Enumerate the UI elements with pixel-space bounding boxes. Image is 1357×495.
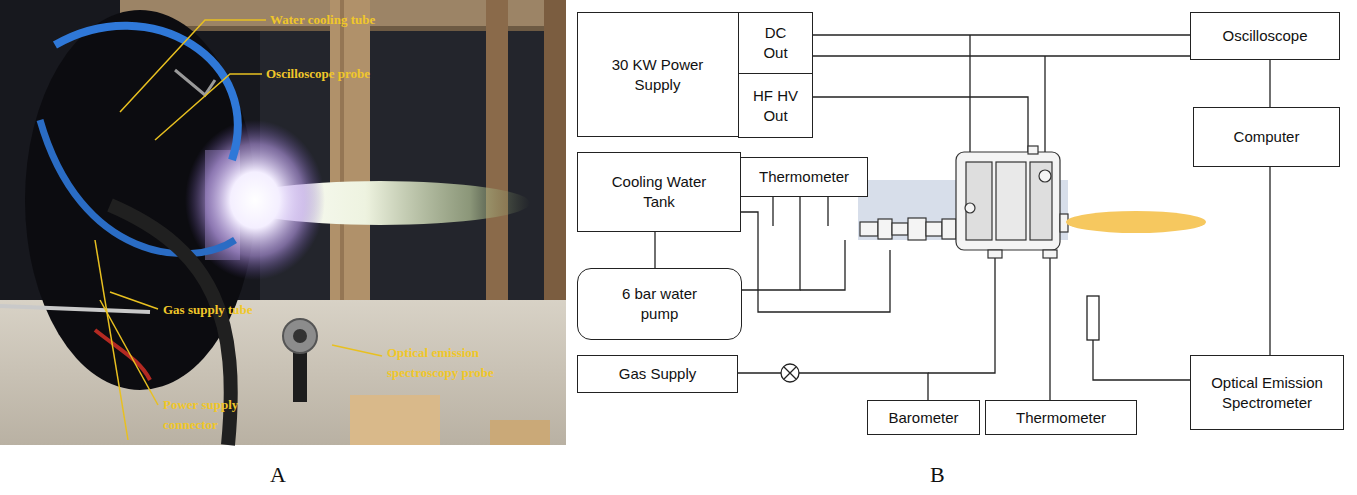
wire-connector <box>813 34 1190 35</box>
wire <box>827 196 828 226</box>
torch-anode <box>1030 162 1052 240</box>
leader-line <box>120 20 266 112</box>
probe-lens <box>293 329 307 343</box>
wire-connector <box>738 373 928 400</box>
wood-post <box>330 0 370 320</box>
output-box: DC Out <box>738 12 813 74</box>
wire-connector <box>1269 167 1270 355</box>
instrument-box: Oscilloscope <box>1190 12 1340 60</box>
power-supply-box: 30 KW Power Supply DC Out HF HV Out <box>577 12 813 137</box>
wire <box>1093 340 1190 380</box>
node-text: Cooling Water Tank <box>599 172 719 212</box>
water-tube <box>55 26 238 160</box>
wire <box>800 240 845 290</box>
photo-label: Power supply connector <box>163 395 263 435</box>
wire-connector <box>1269 60 1270 107</box>
sensor-box: Thermometer <box>985 400 1137 435</box>
torch-insulator <box>996 162 1026 240</box>
photo-label: Gas supply tube <box>163 300 253 320</box>
wood-post <box>486 0 508 330</box>
spectrometer-probe <box>1087 296 1099 340</box>
wire <box>813 97 1028 152</box>
plasma-glow <box>185 120 325 280</box>
panel-label: B <box>930 462 945 488</box>
node-text: Thermometer <box>759 167 849 187</box>
gas-tube <box>0 306 150 312</box>
leader-line <box>332 345 382 356</box>
water-tube <box>40 120 235 254</box>
pump-box: 6 bar water pump <box>577 268 742 340</box>
wood-post <box>544 0 566 330</box>
hose-fitting <box>878 219 892 239</box>
leader-line <box>100 300 158 405</box>
torch-body <box>956 152 1060 250</box>
photo-label: Optical emission spectroscopy probe <box>387 343 527 383</box>
wire <box>928 250 995 373</box>
wire-connector <box>654 232 655 268</box>
spectroscopy-probe <box>283 319 317 353</box>
instrument-box: Optical Emission Spectrometer <box>1190 355 1344 430</box>
torch-electrode <box>966 162 992 240</box>
photo-background <box>0 0 566 445</box>
node-text: 6 bar water pump <box>610 284 710 324</box>
wire <box>772 196 773 226</box>
wire <box>740 212 890 312</box>
torch-port <box>1043 250 1057 258</box>
torch-port <box>1039 170 1051 182</box>
wood-block <box>490 420 550 445</box>
photo-label: Oscilloscope probe <box>266 64 370 84</box>
probe-clip <box>175 70 215 95</box>
torch-port <box>1028 146 1038 154</box>
node-text: DC Out <box>756 23 796 63</box>
wire <box>969 35 970 152</box>
node-text: Computer <box>1234 127 1300 147</box>
wire <box>1044 56 1045 152</box>
hose-fitting <box>942 219 956 239</box>
sensor-box: Thermometer <box>740 157 868 197</box>
node-text: Barometer <box>888 408 958 428</box>
panel-label: A <box>270 462 286 488</box>
leader-lines <box>95 20 382 440</box>
photo-label: Water cooling tube <box>270 10 375 30</box>
leader-line <box>110 292 158 309</box>
sensor-box: Barometer <box>867 400 980 435</box>
wire-connector <box>742 197 800 290</box>
supply-box: Gas Supply <box>577 355 738 393</box>
leader-line <box>95 240 128 440</box>
node-text: HF HV Out <box>748 86 804 126</box>
wood-grain <box>340 0 344 320</box>
tank-box: Cooling Water Tank <box>577 152 741 232</box>
hose-fitting <box>892 223 908 235</box>
hose-fitting <box>860 222 878 236</box>
node-text: Optical Emission Spectrometer <box>1197 373 1337 413</box>
wire <box>1049 250 1050 400</box>
torch-port <box>965 203 975 213</box>
plasma-flame <box>1066 211 1206 233</box>
torch-port <box>988 250 1002 258</box>
node-text: Thermometer <box>1016 408 1106 428</box>
hose-fitting <box>908 218 926 240</box>
output-box: HF HV Out <box>738 73 813 138</box>
leader-line <box>155 74 262 140</box>
node-text: 30 KW Power Supply <box>603 55 713 95</box>
wood-block <box>350 395 440 445</box>
node-text: Gas Supply <box>619 364 697 384</box>
node-text: Oscilloscope <box>1222 26 1307 46</box>
red-wire <box>95 330 150 380</box>
gas-valve <box>781 364 799 382</box>
hose-fitting <box>926 222 942 236</box>
wire-connector <box>813 55 1190 56</box>
instrument-box: Computer <box>1193 107 1340 167</box>
